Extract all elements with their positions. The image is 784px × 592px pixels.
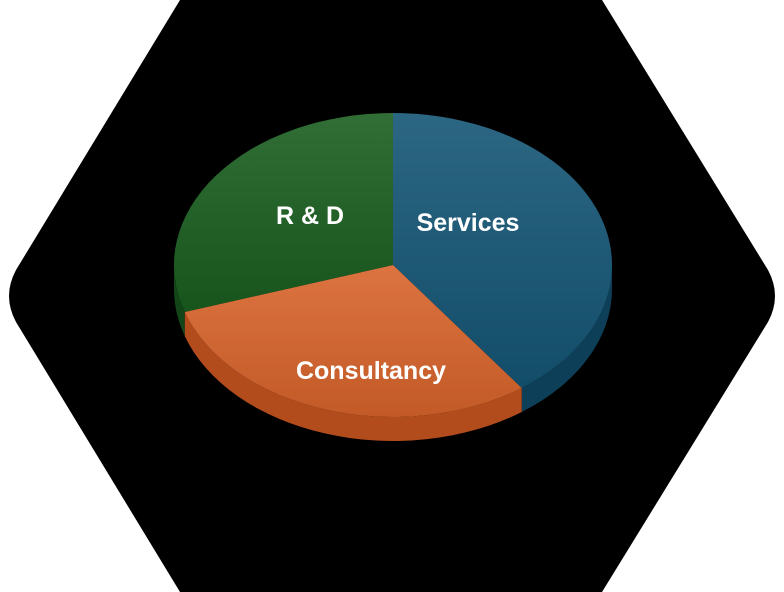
pie-side-consultancy bbox=[184, 311, 522, 441]
pie-side-services bbox=[521, 265, 612, 412]
pie-sides bbox=[174, 265, 612, 441]
pie-slice-shine-services bbox=[393, 113, 612, 388]
pie-slice-shine-r-d bbox=[173, 113, 393, 312]
slice-label-consultancy: Consultancy bbox=[296, 357, 446, 385]
pie-slice-shine-consultancy bbox=[184, 265, 522, 417]
pie-side-r-d bbox=[174, 265, 185, 336]
pie-shine bbox=[173, 113, 612, 417]
slice-label-services: Services bbox=[417, 209, 520, 237]
slice-label-rnd: R & D bbox=[276, 202, 344, 230]
